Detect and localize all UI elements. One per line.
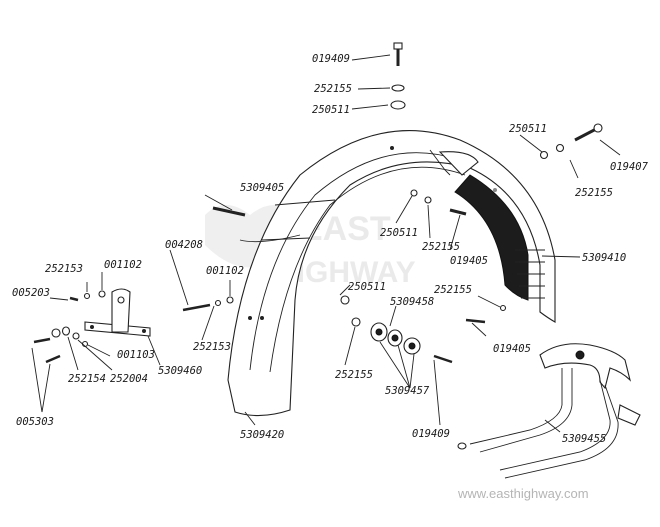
label-5309457: 5309457 [385,385,430,397]
license-bracket [84,288,151,337]
label-5309458: 5309458 [390,296,434,308]
label-5309420: 5309420 [240,429,284,441]
label-250511: 250511 [312,104,350,116]
rear-fender [227,130,556,417]
label-5309460: 5309460 [158,365,202,377]
label-5309410: 5309410 [582,252,626,264]
label-019409: 019409 [412,428,450,440]
label-001102: 001102 [104,259,142,271]
label-252153: 252153 [193,341,231,353]
label-252155: 252155 [575,187,613,199]
label-252155: 252155 [335,369,373,381]
label-250511: 250511 [380,227,418,239]
label-019409: 019409 [312,53,350,65]
label-250511: 250511 [509,123,547,135]
label-005203: 005203 [12,287,50,299]
label-252153: 252153 [45,263,83,275]
label-001103: 001103 [117,349,155,361]
label-252155: 252155 [422,241,460,253]
part-labels: 019409 252155 250511 250511 019407 25215… [12,53,649,445]
label-019405: 019405 [450,255,488,267]
label-252154: 252154 [68,373,106,385]
label-252004: 252004 [110,373,148,385]
label-5309405: 5309405 [240,182,284,194]
label-5309455: 5309455 [562,433,606,445]
watermark-url: www.easthighway.com [457,486,589,501]
label-252155: 252155 [434,284,472,296]
support-stay [457,343,641,479]
label-005303: 005303 [16,416,54,428]
label-250511: 250511 [348,281,386,293]
label-004208: 004208 [165,239,203,251]
leader-lines [31,54,621,433]
label-019407: 019407 [610,161,649,173]
label-252155: 252155 [314,83,352,95]
label-001102: 001102 [206,265,244,277]
label-019405: 019405 [493,343,531,355]
hardware [33,42,603,364]
